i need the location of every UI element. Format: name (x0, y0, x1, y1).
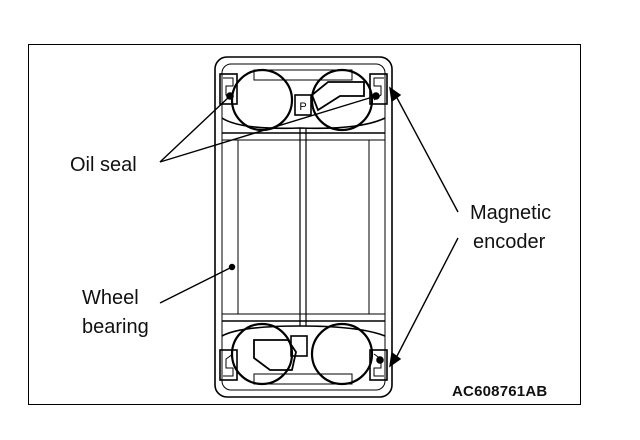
magnetic-encoder-label-line2: encoder (473, 231, 546, 253)
bearing-body (214, 56, 393, 398)
figure-code: AC608761AB (452, 383, 548, 400)
figure-frame (28, 44, 581, 405)
bottom-balls (230, 322, 374, 386)
seal-bottom-right (369, 349, 388, 381)
oil-seal-label: Oil seal (70, 154, 137, 176)
wheel-bearing-label-line2: bearing (82, 316, 149, 338)
wheel-bearing-leader (159, 263, 236, 304)
magnetic-encoder-leaders (389, 86, 459, 368)
svg-text:P: P (299, 101, 306, 113)
wheel-bearing-label-line1: Wheel (82, 287, 139, 309)
magnetic-encoder-label-line1: Magnetic (470, 202, 552, 224)
top-balls: P (230, 68, 374, 132)
seal-bottom-left (219, 349, 238, 381)
oil-seal-leaders (159, 95, 377, 163)
